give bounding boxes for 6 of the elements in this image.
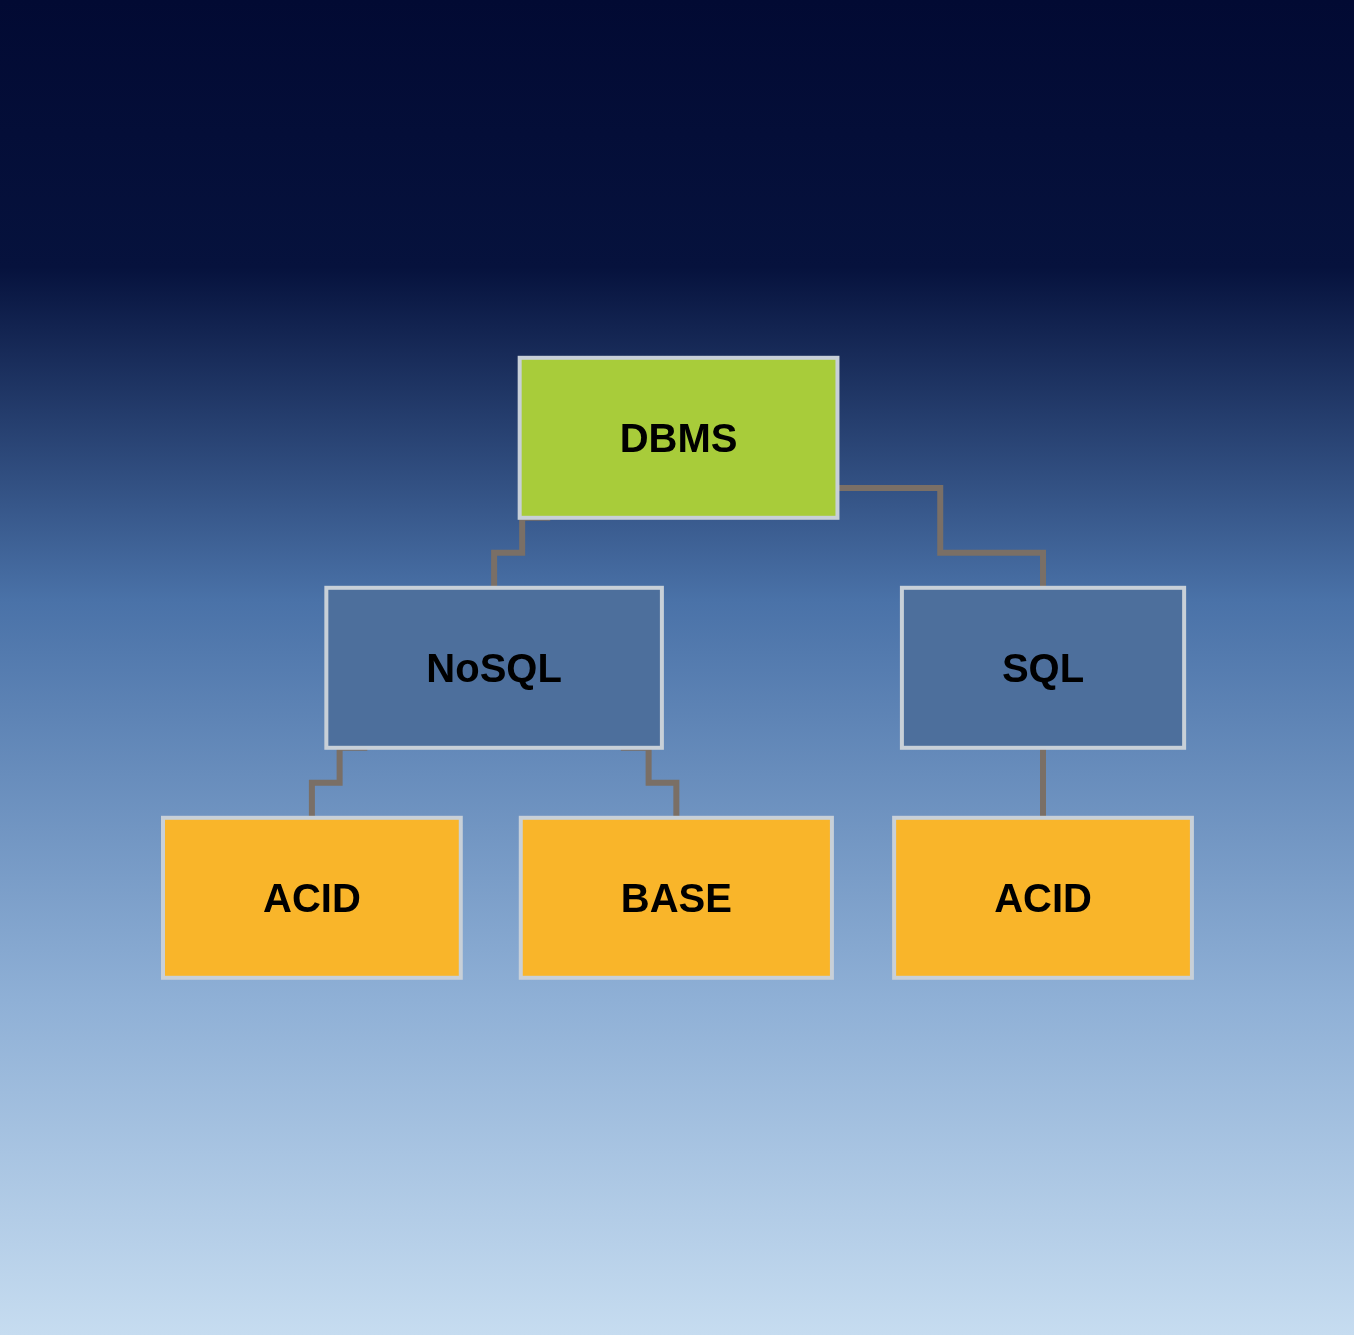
node-box: SQL xyxy=(899,585,1186,750)
node-box: NoSQL xyxy=(323,585,664,750)
node-box: ACID xyxy=(160,815,463,980)
node-box: BASE xyxy=(518,815,834,980)
node-box: DBMS xyxy=(517,355,839,520)
node-box: ACID xyxy=(891,815,1194,980)
